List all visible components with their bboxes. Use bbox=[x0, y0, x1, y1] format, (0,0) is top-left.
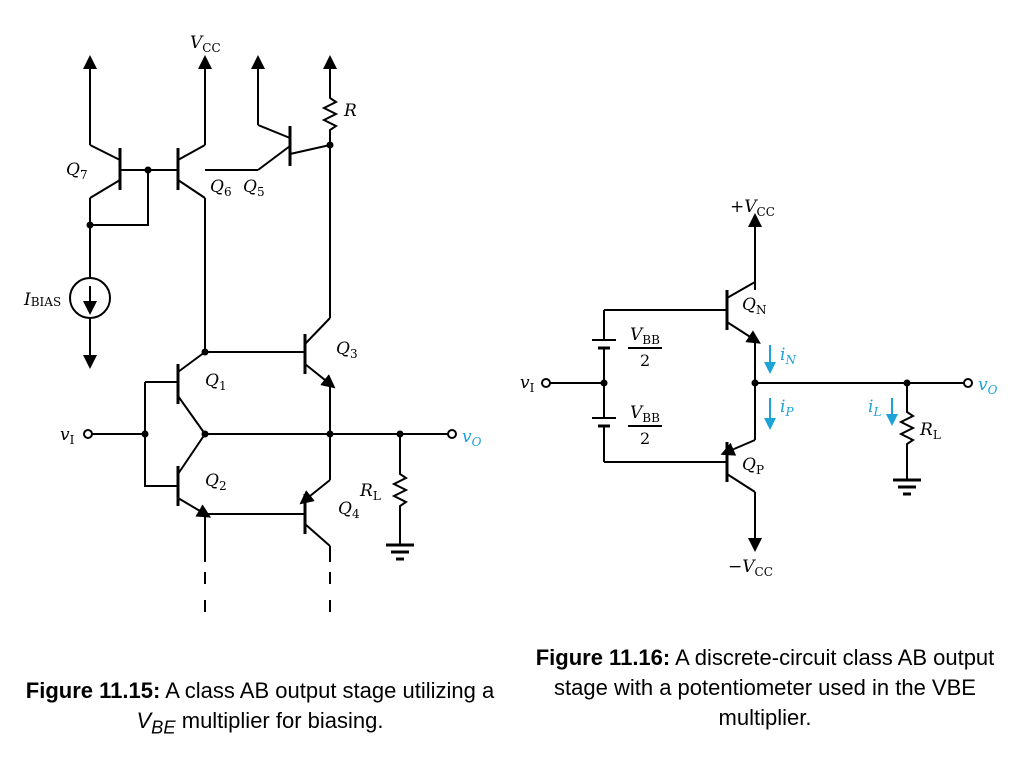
transistor-q7 bbox=[89, 144, 148, 225]
label-vi-left: vI bbox=[60, 425, 75, 447]
ground-symbol-right bbox=[893, 478, 921, 496]
transistor-q3 bbox=[303, 317, 336, 434]
fraction-vbb-top: VBB 2 bbox=[628, 325, 662, 370]
transistor-q5 bbox=[205, 124, 331, 171]
caption-figure-number: Figure 11.15: bbox=[25, 678, 161, 703]
label-vcc-neg: −VCC bbox=[728, 557, 773, 579]
transistor-q2 bbox=[176, 433, 305, 562]
svg-text:VBB: VBB bbox=[630, 325, 660, 347]
figure-11-16-circuit: +VCC QN QP VBB 2 VBB 2 vI vO iN iP iL RL… bbox=[520, 197, 998, 579]
caption-figure-number: Figure 11.16: bbox=[535, 645, 671, 670]
transistor-qn bbox=[604, 281, 761, 440]
transistor-qp bbox=[604, 439, 756, 493]
transistor-q1 bbox=[145, 351, 206, 435]
q7-diode-wire bbox=[90, 170, 149, 226]
label-q6: Q6 bbox=[210, 177, 232, 199]
label-vcc: VCC bbox=[190, 33, 221, 55]
label-qp: QP bbox=[742, 455, 764, 477]
resistor-r bbox=[321, 90, 339, 145]
vi-input-terminal-right[interactable] bbox=[541, 378, 551, 388]
label-r: R bbox=[343, 101, 357, 121]
label-q3: Q3 bbox=[336, 339, 358, 361]
label-ip: iP bbox=[780, 397, 794, 419]
label-q5: Q5 bbox=[243, 177, 265, 199]
q1-q2-base-wire bbox=[144, 382, 178, 487]
fraction-vbb-bottom: VBB 2 bbox=[628, 403, 662, 448]
svg-text:2: 2 bbox=[640, 351, 650, 370]
label-rl-left: RL bbox=[359, 481, 381, 503]
label-q7: Q7 bbox=[66, 160, 88, 182]
label-in: iN bbox=[780, 345, 796, 367]
label-vo-right: vO bbox=[978, 375, 998, 397]
vo-output-terminal[interactable] bbox=[447, 429, 457, 439]
label-vcc-pos: +VCC bbox=[730, 197, 775, 219]
battery-bottom bbox=[592, 417, 616, 428]
resistor-rl-right bbox=[898, 383, 916, 480]
label-vi-right: vI bbox=[520, 373, 535, 395]
vi-input-terminal[interactable] bbox=[83, 429, 93, 439]
label-vo-left: vO bbox=[462, 427, 482, 449]
label-qn: QN bbox=[742, 295, 766, 317]
label-il: iL bbox=[868, 397, 881, 419]
label-q1: Q1 bbox=[205, 371, 227, 393]
battery-top bbox=[592, 339, 616, 350]
ground-symbol-left bbox=[386, 543, 414, 561]
label-q4: Q4 bbox=[338, 499, 360, 521]
label-ibias: IBIAS bbox=[23, 290, 61, 310]
circuit-diagrams: VCC Q7 Q6 Q5 R IBIAS Q1 Q3 vI vO Q2 Q4 R… bbox=[23, 33, 998, 612]
label-q2: Q2 bbox=[205, 471, 227, 493]
svg-text:2: 2 bbox=[640, 429, 650, 448]
label-rl-right: RL bbox=[919, 420, 941, 442]
svg-text:VBB: VBB bbox=[630, 403, 660, 425]
transistor-q6 bbox=[148, 144, 206, 352]
figure-11-15-circuit: VCC Q7 Q6 Q5 R IBIAS Q1 Q3 vI vO Q2 Q4 R… bbox=[23, 33, 482, 612]
resistor-rl-left bbox=[391, 434, 409, 545]
caption-figure-11-16: Figure 11.16: A discrete-circuit class A… bbox=[535, 645, 995, 730]
transistor-q4 bbox=[299, 434, 331, 562]
caption-figure-11-15: Figure 11.15: A class AB output stage ut… bbox=[25, 678, 495, 738]
vo-output-terminal-right[interactable] bbox=[963, 378, 973, 388]
